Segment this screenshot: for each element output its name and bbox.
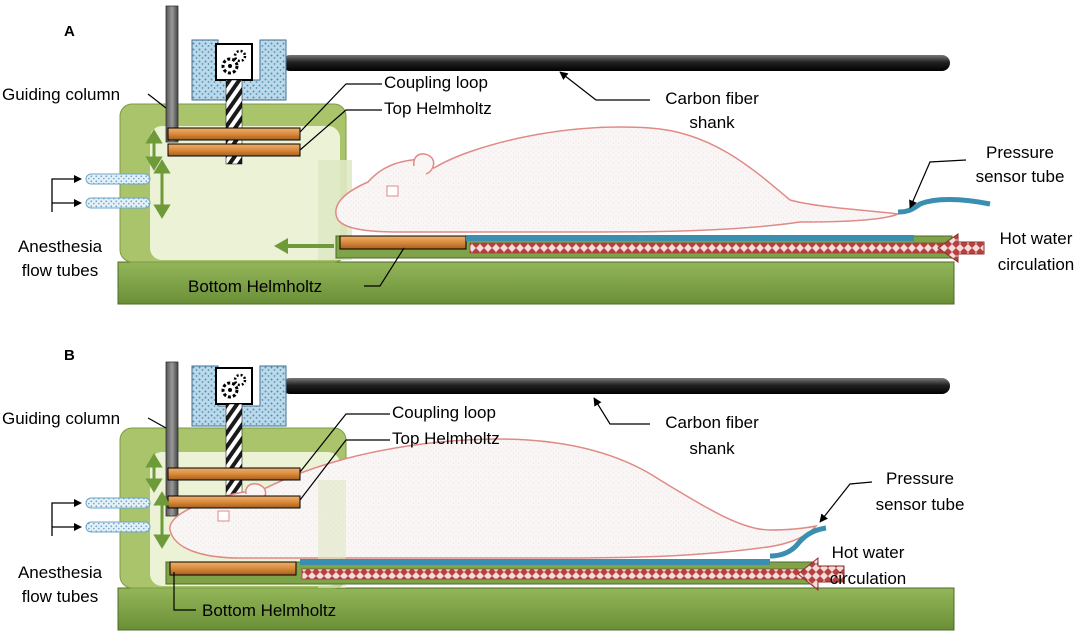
gear-box (215, 43, 253, 81)
hot-water-tube (469, 242, 951, 254)
label-carbon-fiber-line2: shank (689, 113, 735, 132)
panel-letter-a: A (64, 23, 75, 40)
adjustment-screw (225, 79, 243, 165)
top-helmholtz-coil (167, 143, 301, 157)
pressure-sensor-tube (769, 525, 827, 559)
leader-bottom-helmholtz (364, 247, 405, 287)
hot-water-inlet-arrow (797, 556, 845, 592)
anesthesia-tube-lower (85, 197, 151, 209)
label-top-helmholtz: Top Helmholtz (392, 429, 500, 448)
hot-water-tube (301, 568, 811, 580)
label-coupling-loop: Coupling loop (384, 73, 488, 92)
leader-top-helmholtz (299, 109, 382, 151)
gear-box (215, 367, 253, 405)
pressure-sensor-line (466, 235, 914, 241)
base-plate (117, 261, 955, 305)
label-carbon-fiber-line1: Carbon fiber (665, 89, 759, 108)
leader-carbon-fiber (559, 71, 650, 101)
carbon-fiber-shank (282, 55, 950, 71)
label-top-helmholtz: Top Helmholtz (384, 99, 492, 118)
guiding-column (165, 5, 179, 143)
anesthesia-bracket (51, 502, 80, 536)
gear-icon (221, 373, 247, 399)
chamber-window (150, 126, 340, 260)
anesthesia-tube-lower (85, 521, 151, 533)
label-guiding-column: Guiding column (2, 85, 120, 104)
leader-coupling-loop (299, 413, 390, 473)
mouse-silhouette (335, 126, 901, 233)
bottom-helmholtz-coil (339, 235, 467, 250)
anesthesia-tube-upper (85, 497, 151, 509)
leader-guiding-column (147, 93, 167, 109)
mouse-eye-marker (386, 185, 399, 197)
leader-carbon-fiber (593, 397, 650, 425)
label-pressure-line2: sensor tube (876, 495, 965, 514)
label-carbon-fiber-line2: shank (689, 439, 735, 458)
label-pressure-line2: sensor tube (976, 167, 1065, 186)
label-coupling-loop: Coupling loop (392, 403, 496, 422)
label-hot-water-line2: circulation (830, 569, 907, 588)
pressure-sensor-tube (897, 197, 991, 215)
mouse-eye-marker (217, 510, 230, 522)
panel-a: A (2, 5, 1075, 305)
anesthesia-bracket (51, 178, 80, 212)
leader-coupling-loop (299, 83, 382, 133)
gear-icon (221, 49, 247, 75)
leader-pressure (909, 159, 967, 209)
label-pressure-line1: Pressure (986, 143, 1054, 162)
base-plate (117, 587, 955, 631)
vertical-adjust-arrows (145, 453, 171, 549)
leader-bottom-helmholtz (173, 572, 196, 611)
panel-letter-b: B (64, 347, 75, 364)
hot-water-inlet-arrow (937, 233, 985, 263)
mouse-ear (413, 153, 435, 175)
label-guiding-column: Guiding column (2, 409, 120, 428)
label-hot-water-line1: Hot water (1000, 229, 1073, 248)
label-carbon-fiber-line1: Carbon fiber (665, 413, 759, 432)
pressure-sensor-line (300, 559, 770, 565)
label-bottom-helmholtz: Bottom Helmholtz (202, 601, 336, 620)
anesthesia-tube-upper (85, 173, 151, 185)
panel-b: B (2, 347, 965, 631)
anesthesia-bracket-arrows (74, 499, 82, 531)
label-anesthesia-line1: Anesthesia (18, 237, 103, 256)
label-hot-water-line2: circulation (998, 255, 1075, 274)
anesthesia-bracket-arrows (74, 175, 82, 207)
leader-guiding-column (147, 417, 167, 429)
leader-pressure (819, 481, 873, 523)
vertical-adjust-arrows (145, 129, 171, 219)
coupling-loop (167, 467, 301, 481)
bottom-helmholtz-coil (169, 561, 297, 576)
label-hot-water-line1: Hot water (832, 543, 905, 562)
label-bottom-helmholtz: Bottom Helmholtz (188, 277, 322, 296)
label-anesthesia-line2: flow tubes (22, 587, 99, 606)
guiding-column (165, 361, 179, 517)
label-anesthesia-line2: flow tubes (22, 261, 99, 280)
flow-direction-arrow (274, 238, 334, 254)
carbon-fiber-shank (282, 378, 950, 394)
coupling-loop (167, 127, 301, 141)
label-pressure-line1: Pressure (886, 469, 954, 488)
top-helmholtz-coil (167, 495, 301, 509)
label-anesthesia-line1: Anesthesia (18, 563, 103, 582)
leader-top-helmholtz (299, 439, 390, 501)
